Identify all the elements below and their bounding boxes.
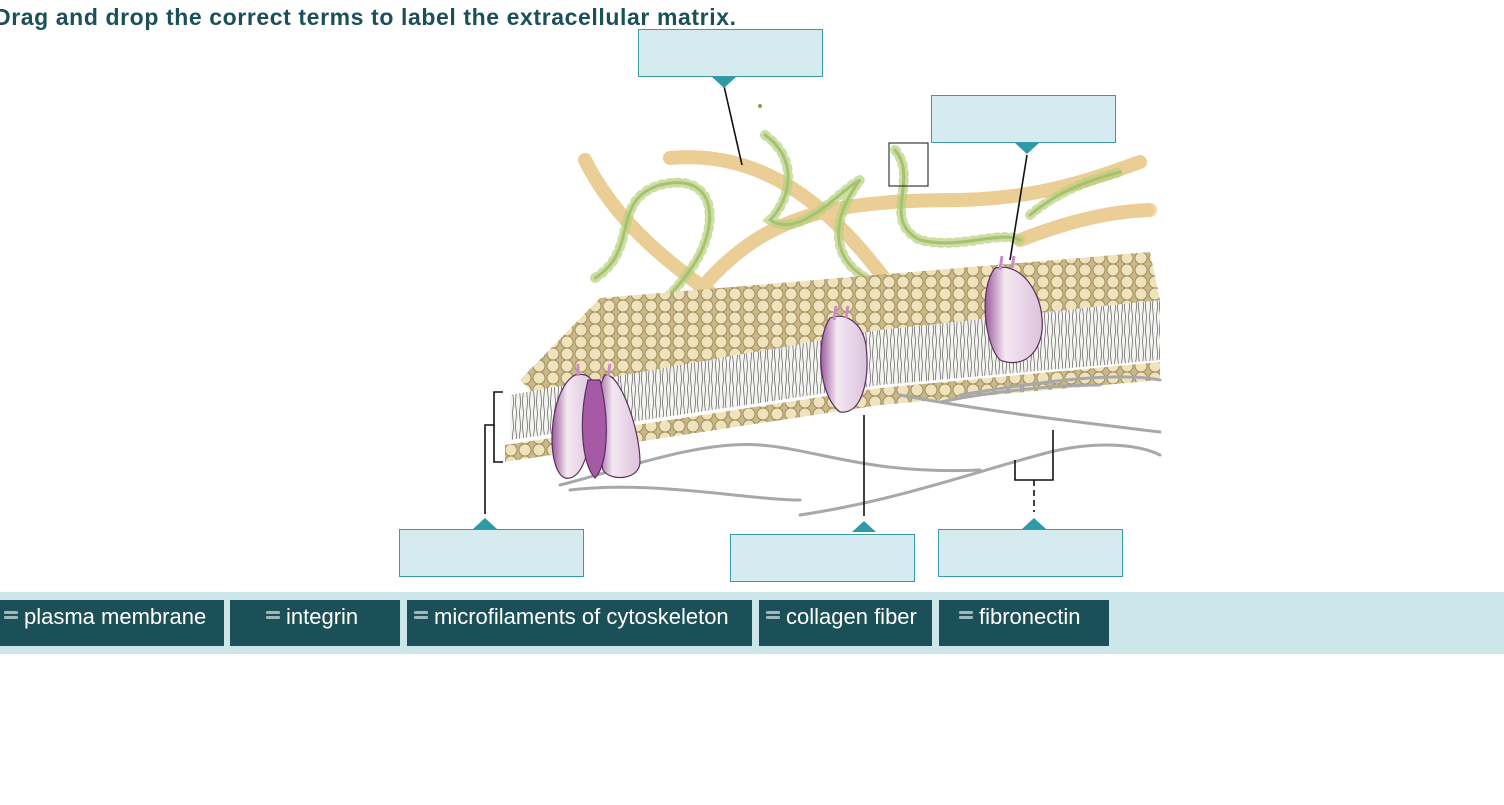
dropzone-bottom-left[interactable] [399, 529, 584, 577]
drag-handle-icon [959, 610, 973, 620]
term-plasma-membrane[interactable]: plasma membrane [0, 600, 224, 646]
dropzone-top-right[interactable] [931, 95, 1116, 143]
pointer-arrow [852, 521, 876, 532]
drag-handle-icon [266, 610, 280, 620]
dropzone-bottom-center[interactable] [730, 534, 915, 582]
term-tray: plasma membrane integrin microfilaments … [0, 592, 1504, 654]
term-microfilaments-of-cytoskeleton[interactable]: microfilaments of cytoskeleton [407, 600, 752, 646]
pointer-arrow [1022, 518, 1046, 529]
dropzone-bottom-right[interactable] [938, 529, 1123, 577]
dropzone-top-center[interactable] [638, 29, 823, 77]
term-label: microfilaments of cytoskeleton [434, 604, 729, 629]
term-integrin[interactable]: integrin [230, 600, 400, 646]
pointer-arrow [1015, 143, 1039, 154]
leader-lines [484, 85, 1054, 516]
integrin-proteins [551, 255, 1043, 479]
drag-handle-icon [766, 610, 780, 620]
extracellular-matrix-illustration [484, 85, 1162, 517]
page-title: Drag and drop the correct terms to label… [0, 4, 737, 30]
pointer-arrow [473, 518, 497, 529]
term-label: integrin [286, 604, 359, 629]
term-collagen-fiber[interactable]: collagen fiber [759, 600, 932, 646]
term-fibronectin[interactable]: fibronectin [939, 600, 1109, 646]
drag-handle-icon [414, 610, 428, 620]
drag-handle-icon [4, 610, 18, 620]
term-label: plasma membrane [24, 604, 207, 629]
pointer-arrow [712, 77, 736, 88]
term-label: collagen fiber [786, 604, 917, 629]
term-label: fibronectin [979, 604, 1081, 629]
